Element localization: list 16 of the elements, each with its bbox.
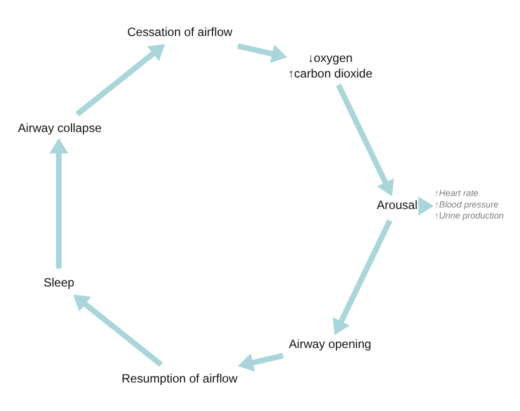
arrow — [75, 44, 166, 116]
arrow — [418, 196, 434, 215]
node-text: Resumption of airflow — [122, 371, 238, 386]
arrow — [336, 83, 394, 196]
node-text: Arousal — [376, 198, 418, 212]
node-text: Sleep — [44, 274, 74, 289]
node-text: Airway opening — [288, 336, 372, 351]
node-text: Cessation of airflow — [127, 24, 232, 38]
node-text: ↑Heart rate ↑Blood pressure ↑Urine production — [434, 188, 504, 220]
arrow — [238, 352, 284, 372]
arrow — [237, 42, 288, 63]
node-text: ↓oxygen ↑carbon dioxide — [288, 50, 372, 80]
arrow — [49, 138, 68, 268]
arrow — [332, 218, 392, 335]
arrow — [73, 294, 163, 366]
node-text: Airway collapse — [18, 120, 102, 135]
